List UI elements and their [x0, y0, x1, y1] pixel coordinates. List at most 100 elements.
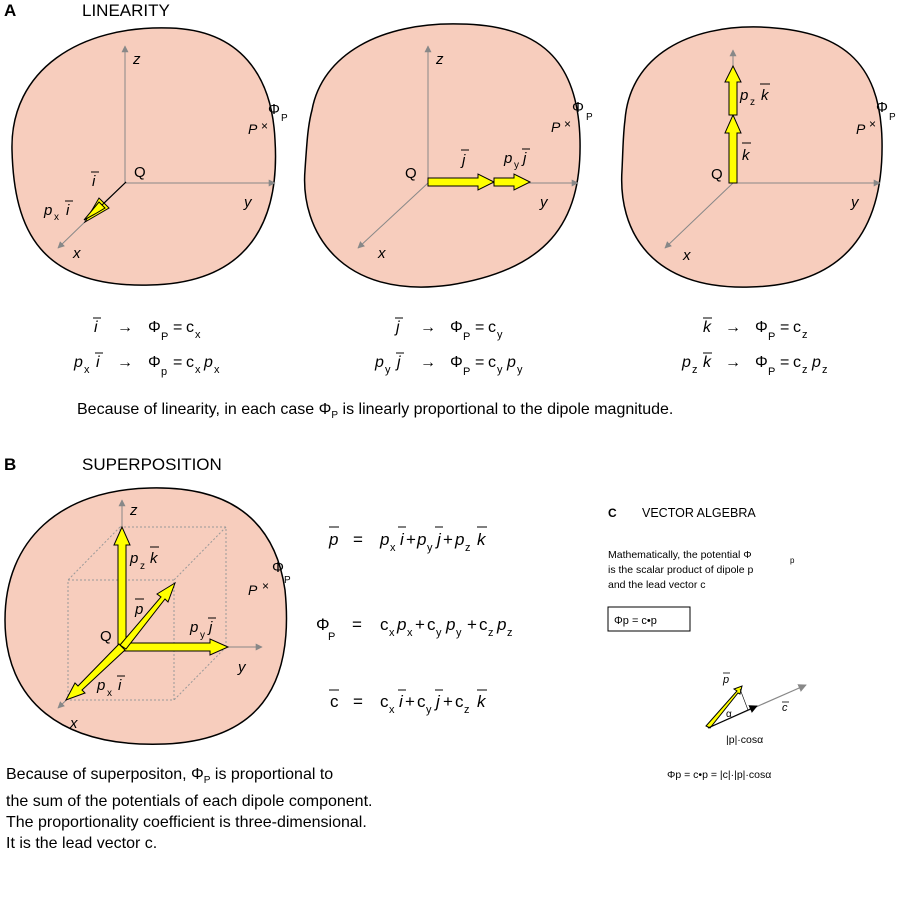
svg-text:→: →	[117, 354, 133, 371]
svg-text:c: c	[380, 692, 389, 711]
svg-text:p: p	[161, 366, 167, 378]
unit-k-label: k	[742, 147, 751, 164]
svg-text:p: p	[445, 615, 455, 634]
dipole-arrow-py-j	[493, 173, 532, 191]
svg-text:x: x	[389, 704, 395, 716]
dipole-arrow-p	[119, 581, 176, 650]
svg-text:z: z	[822, 364, 828, 376]
origin-label: Q	[711, 166, 723, 183]
phi-sub: p	[790, 556, 795, 565]
x-label: x	[69, 715, 78, 732]
section-a-title: LINEARITY	[82, 1, 170, 20]
svg-text:y: y	[426, 704, 432, 716]
svg-text:P: P	[463, 331, 470, 343]
svg-text:j: j	[435, 530, 442, 549]
svg-text:→: →	[420, 354, 436, 371]
svg-text:y: y	[497, 329, 503, 341]
superposition-text: Because of superpositon, ΦP is proportio…	[6, 764, 372, 854]
py-sub: y	[514, 160, 519, 171]
svg-text:Φ: Φ	[148, 319, 161, 336]
svg-text:P: P	[768, 331, 775, 343]
py-j: j	[207, 619, 213, 636]
dipole-arrow-pz-k	[724, 64, 742, 116]
svg-text:x: x	[407, 627, 413, 639]
x-label: x	[377, 245, 386, 262]
svg-text:p: p	[328, 530, 338, 549]
pz-sub: z	[750, 97, 755, 108]
svg-text:Φ: Φ	[450, 354, 463, 371]
px-i-label: p	[43, 202, 52, 219]
p-vec-label: p	[722, 674, 729, 686]
x-axis	[664, 182, 734, 249]
origin-label: Q	[405, 165, 417, 182]
svg-text:=: =	[780, 354, 789, 371]
svg-text:→: →	[725, 354, 741, 371]
phi-label: Φ	[572, 99, 584, 116]
svg-text:+: +	[405, 692, 415, 711]
point-marker: ×	[261, 119, 268, 133]
svg-text:P: P	[463, 366, 470, 378]
svg-text:=: =	[780, 319, 789, 336]
svg-text:x: x	[195, 364, 201, 376]
point-marker: ×	[564, 117, 571, 131]
dot-product-diagram: p c α |p|·cosα	[705, 672, 807, 746]
svg-text:p: p	[203, 354, 213, 371]
svg-text:z: z	[464, 704, 470, 716]
svg-text:Φ: Φ	[148, 354, 161, 371]
dipole-arrow-k	[724, 113, 742, 184]
linearity-summary-sub: P	[331, 410, 339, 422]
svg-text:j: j	[434, 692, 441, 711]
svg-text:c: c	[455, 692, 464, 711]
svg-text:→: →	[420, 319, 436, 336]
linearity-summary: Because of linearity, in each case ΦP is…	[77, 400, 673, 426]
y-label: y	[243, 194, 253, 211]
linearity-summary-text: Because of linearity, in each case Φ	[77, 401, 332, 418]
svg-text:y: y	[427, 542, 433, 554]
section-c-letter: C	[608, 506, 617, 520]
svg-text:→: →	[117, 319, 133, 336]
svg-text:P: P	[161, 331, 168, 343]
dipole-arrow-i	[83, 181, 127, 221]
svg-text:x: x	[195, 329, 201, 341]
svg-text:c: c	[488, 354, 496, 371]
y-label: y	[539, 194, 549, 211]
body-blob	[303, 23, 581, 288]
point-p-label: P	[551, 119, 561, 135]
svg-text:c: c	[417, 692, 426, 711]
svg-text:=: =	[352, 615, 362, 634]
py-sub: y	[200, 630, 205, 641]
svg-text:c: c	[380, 615, 389, 634]
superposition-line-1-sub: P	[203, 775, 211, 787]
svg-text:+: +	[415, 615, 425, 634]
svg-text:p: p	[374, 354, 384, 371]
section-c-line-1: Mathematically, the potential Φ	[608, 549, 752, 561]
svg-text:x: x	[214, 364, 220, 376]
dipole-arrow-py-j	[121, 638, 230, 656]
phi-sub: P	[586, 112, 593, 123]
svg-text:=: =	[173, 319, 182, 336]
svg-text:z: z	[802, 364, 808, 376]
svg-text:y: y	[436, 627, 442, 639]
section-b-title: SUPERPOSITION	[82, 455, 222, 474]
svg-text:c: c	[479, 615, 488, 634]
svg-text:y: y	[517, 364, 523, 376]
unit-i-label: i	[92, 173, 96, 190]
svg-text:z: z	[692, 364, 698, 376]
svg-text:+: +	[467, 615, 477, 634]
svg-text:=: =	[353, 692, 363, 711]
svg-text:y: y	[456, 627, 462, 639]
px-sub: x	[107, 688, 112, 699]
px-sub: x	[54, 212, 59, 223]
px-i-label: p	[96, 677, 105, 694]
svg-text:=: =	[353, 530, 363, 549]
panel-i: z y x Q i p x i P × Φ P	[11, 27, 288, 286]
superposition-line-4: It is the lead vector c.	[6, 835, 158, 853]
formula-box-text: Φp = c•p	[614, 615, 657, 627]
px-i: i	[66, 202, 70, 219]
svg-text:+: +	[406, 530, 416, 549]
formula-box	[607, 606, 691, 632]
z-label: z	[435, 51, 444, 68]
